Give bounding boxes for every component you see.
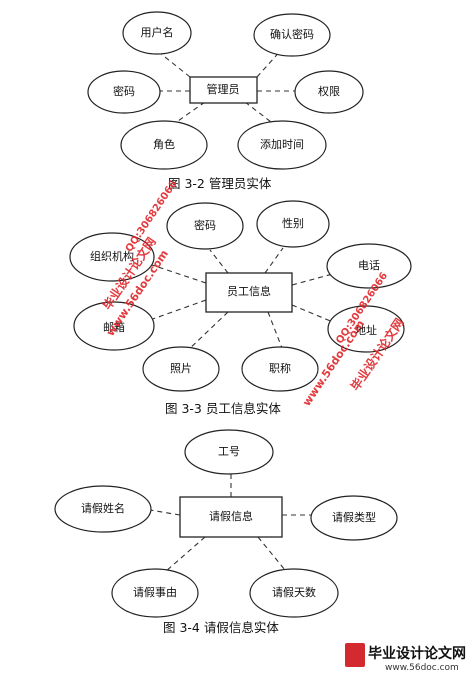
- attribute-employee-no: 工号: [218, 445, 240, 458]
- attribute-ellipse: [310, 495, 398, 541]
- attribute-ellipse: [184, 429, 274, 475]
- attribute-ellipse: [87, 70, 161, 114]
- attribute-organization: 组织机构: [90, 249, 134, 263]
- caption-fig-3-2: 图 3-2 管理员实体: [168, 176, 272, 191]
- attribute-ellipse: [120, 120, 208, 170]
- attribute-password: 密码: [194, 218, 216, 232]
- entity-admin: 管理员: [207, 82, 240, 96]
- attribute-password: 密码: [113, 84, 135, 98]
- connector: [149, 299, 207, 321]
- attribute-ellipse: [256, 200, 330, 248]
- attribute-leave-name: 请假姓名: [81, 501, 125, 515]
- attribute-ellipse: [166, 202, 244, 250]
- attribute-ellipse: [326, 243, 412, 289]
- attribute-title: 职称: [269, 361, 291, 375]
- attribute-ellipse: [241, 346, 319, 392]
- connector: [151, 264, 207, 284]
- entity-box: [189, 76, 258, 104]
- figure-employee-entity: 密码 性别 组织机构 电话 邮箱 照片 职称 地址 员工信息 图 3-3 员工信…: [69, 200, 412, 416]
- caption-fig-3-3: 图 3-3 员工信息实体: [165, 401, 281, 416]
- entity-leave: 请假信息: [209, 509, 253, 523]
- caption-fig-3-4: 图 3-4 请假信息实体: [163, 620, 279, 635]
- attribute-ellipse: [73, 301, 155, 351]
- entity-box: [205, 272, 293, 313]
- figure-admin-entity: 用户名 确认密码 密码 权限 角色 添加时间 管理员 图 3-2 管理员实体: [87, 11, 364, 191]
- attribute-leave-type: 请假类型: [332, 510, 376, 524]
- attribute-ellipse: [253, 13, 331, 57]
- connector: [184, 311, 229, 354]
- attribute-ellipse: [111, 568, 199, 618]
- attribute-phone: 电话: [358, 259, 380, 272]
- attribute-confirm-password: 确认密码: [270, 27, 314, 41]
- attribute-permission: 权限: [318, 85, 340, 98]
- corner-logo: 毕业设计论文网 www.56doc.com: [345, 643, 466, 673]
- attribute-ellipse: [294, 70, 364, 114]
- connector: [256, 47, 284, 78]
- attribute-address: 地址: [355, 323, 377, 337]
- attribute-leave-days: 请假天数: [272, 585, 316, 599]
- attribute-ellipse: [327, 305, 405, 353]
- attribute-email: 邮箱: [103, 320, 125, 334]
- attribute-ellipse: [237, 120, 327, 170]
- attribute-leave-reason: 请假事由: [133, 585, 177, 599]
- attribute-ellipse: [249, 568, 339, 618]
- connector: [209, 249, 229, 274]
- attribute-ellipse: [142, 346, 220, 392]
- connector: [257, 536, 286, 571]
- attribute-gender: 性别: [282, 216, 304, 230]
- entity-box: [179, 496, 283, 538]
- figure-leave-entity: 工号 请假姓名 请假类型 请假事由 请假天数 请假信息 图 3-4 请假信息实体: [54, 429, 398, 635]
- entity-employee: 员工信息: [227, 284, 271, 298]
- logo-title: 毕业设计论文网: [368, 645, 466, 662]
- attribute-photo: 照片: [170, 362, 192, 375]
- logo-url: www.56doc.com: [385, 663, 459, 673]
- connector: [164, 536, 206, 573]
- attribute-role: 角色: [153, 137, 175, 151]
- connector: [264, 247, 284, 274]
- connector: [149, 509, 181, 516]
- connector: [267, 311, 283, 349]
- attribute-add-time: 添加时间: [260, 137, 304, 151]
- connector: [244, 101, 276, 126]
- attribute-ellipse: [69, 232, 155, 282]
- attribute-username: 用户名: [141, 25, 174, 39]
- attribute-ellipse: [122, 11, 192, 55]
- logo-badge: [345, 643, 365, 667]
- attribute-ellipse: [54, 485, 152, 533]
